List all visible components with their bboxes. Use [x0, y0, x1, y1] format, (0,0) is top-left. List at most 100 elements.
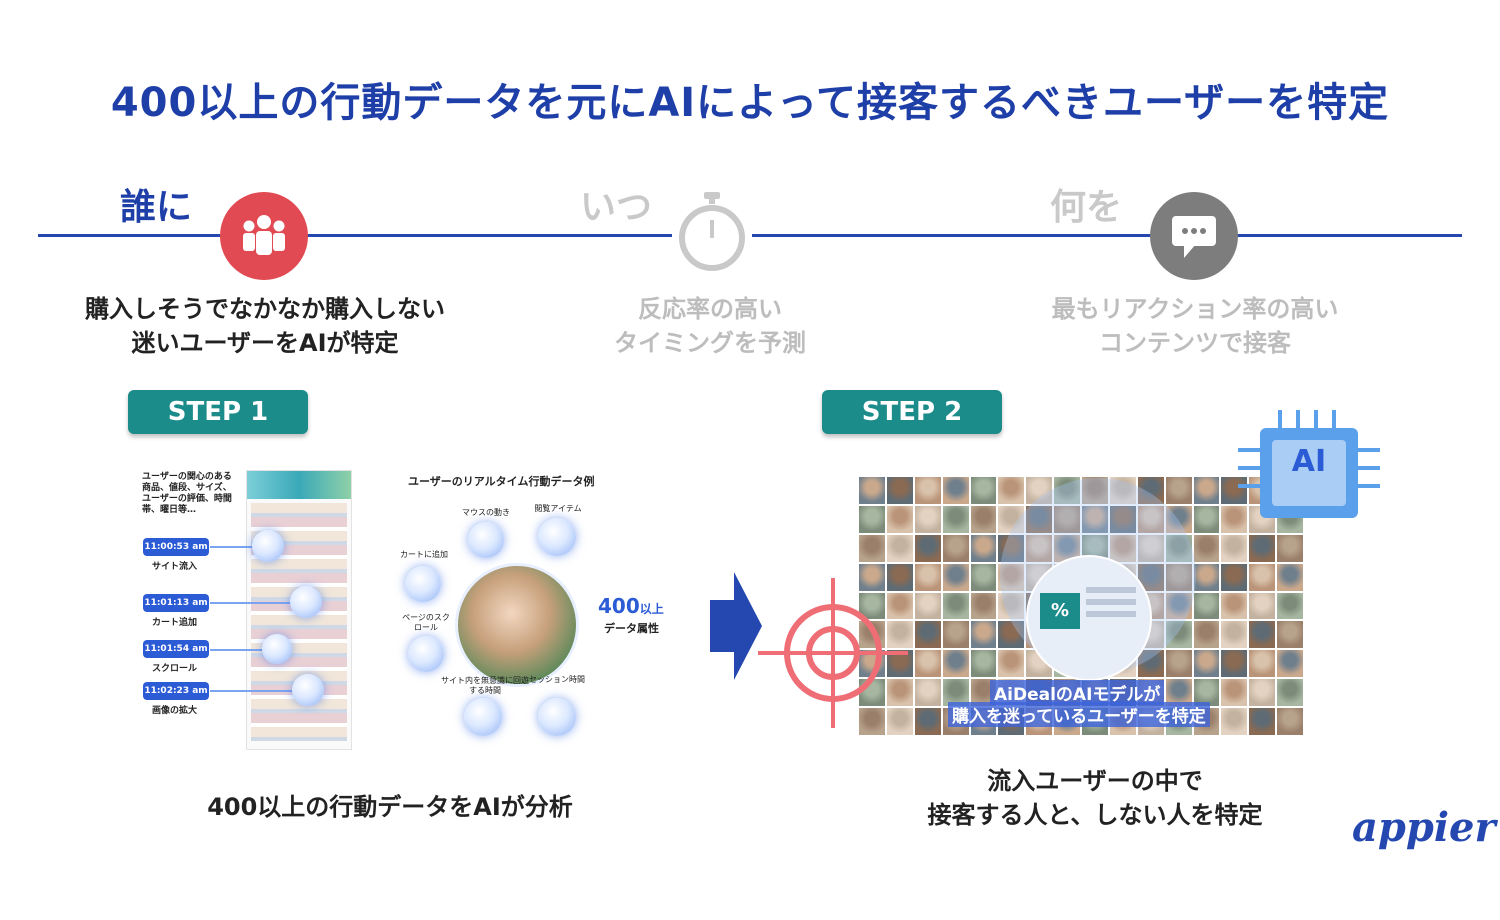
user-photo-tile	[913, 533, 942, 563]
cursor-node-icon	[468, 522, 504, 558]
user-photo-tile	[1192, 504, 1221, 534]
stage-what-desc: 最もリアクション率の高い コンテンツで接客	[1000, 292, 1390, 360]
user-photo-tile	[913, 707, 942, 736]
event-label-4: 画像の拡大	[152, 706, 198, 716]
user-photo-tile	[1220, 678, 1249, 708]
user-photo-tile	[1164, 504, 1193, 534]
user-photo-tile	[1276, 562, 1304, 592]
user-photo-tile	[913, 591, 942, 621]
event-time-2: 11:01:13 am	[143, 594, 209, 612]
user-photo-tile	[1248, 649, 1277, 679]
user-photo-tile	[1220, 562, 1249, 592]
user-photo-tile	[969, 591, 998, 621]
session-node-icon	[538, 698, 576, 736]
user-photo-tile	[1192, 533, 1221, 563]
stage-who-desc-line1: 購入しそうでなかなか購入しない	[85, 295, 445, 323]
step1-caption: 400以上の行動データをAIが分析	[207, 793, 573, 821]
user-photo-tile	[969, 620, 998, 650]
stage-who-desc: 購入しそうでなかなか購入しない 迷いユーザーをAIが特定	[40, 292, 490, 360]
stage-what-desc-line2: コンテンツで接客	[1099, 329, 1291, 357]
user-photo-tile	[1164, 562, 1193, 592]
ai-chip-icon: AI	[1238, 410, 1380, 526]
user-photo-tile	[1220, 620, 1249, 650]
user-photo-tile	[1136, 504, 1165, 534]
connector	[210, 649, 280, 651]
user-photo-tile	[858, 533, 886, 563]
attr-count: 400以上	[598, 594, 664, 618]
user-photo-tile	[1276, 620, 1304, 650]
node-label-items: 閲覧アイテム	[534, 504, 582, 513]
overlay-line2: 購入を迷っているユーザーを特定	[948, 702, 1210, 727]
user-photo-tile	[1192, 476, 1221, 505]
user-photo-tile	[1025, 476, 1054, 505]
user-photo-tile	[1192, 591, 1221, 621]
user-photo-tile	[1220, 649, 1249, 679]
user-photo-tile	[858, 707, 886, 736]
step1-badge: STEP 1	[128, 390, 308, 434]
user-photo-tile	[1248, 707, 1277, 736]
user-photo-tile	[913, 504, 942, 534]
user-photo-tile	[885, 707, 914, 736]
user-photo-tile	[997, 562, 1026, 592]
node-label-mouse: マウスの動き	[462, 508, 510, 517]
user-photo-tile	[1276, 707, 1304, 736]
connector	[210, 690, 302, 692]
user-photo-tile	[997, 649, 1026, 679]
attr-count-suffix: 以上	[639, 602, 664, 616]
user-photo-tile	[1276, 533, 1304, 563]
step2-badge: STEP 2	[822, 390, 1002, 434]
event-label-2: カート追加	[152, 618, 198, 628]
percent-icon: %	[1040, 593, 1080, 629]
stage-when-desc-line1: 反応率の高い	[638, 295, 782, 323]
ai-chip-label: AI	[1291, 444, 1327, 479]
user-photo-tile	[858, 562, 886, 592]
user-photo-tile	[1164, 649, 1193, 679]
user-photo-tile	[1248, 620, 1277, 650]
user-photo-tile	[1136, 533, 1165, 563]
node-label-scroll: ページのスクロール	[402, 613, 450, 632]
user-photo-tile	[997, 533, 1026, 563]
user-photo-tile	[913, 620, 942, 650]
user-photo-tile	[1192, 562, 1221, 592]
event-time-3: 11:01:54 am	[143, 640, 209, 658]
node-label-cart: カートに追加	[400, 550, 448, 559]
user-photo-tile	[941, 562, 970, 592]
connector	[210, 602, 300, 604]
user-photo-tile	[1025, 504, 1054, 534]
eye-node-icon	[252, 530, 284, 562]
user-photo-tile	[885, 504, 914, 534]
target-user-popup: %	[1026, 555, 1152, 681]
appier-logo: appier	[1352, 804, 1496, 851]
user-photo-tile	[1248, 678, 1277, 708]
user-photo-tile	[885, 533, 914, 563]
connector	[210, 546, 270, 548]
user-photo-tile	[1248, 562, 1277, 592]
user-photo-tile	[1192, 620, 1221, 650]
step2-caption-line1: 流入ユーザーの中で	[987, 767, 1203, 795]
stage-who-label: 誰に	[120, 187, 193, 228]
user-photo-tile	[1025, 533, 1054, 563]
user-photo-tile	[913, 476, 942, 505]
people-icon	[220, 192, 308, 280]
screen-node-icon	[464, 698, 502, 736]
user-photo-tile	[1164, 591, 1193, 621]
cart-node-icon	[405, 566, 441, 602]
user-photo-tile	[941, 649, 970, 679]
scroll-node-icon	[262, 634, 292, 664]
event-label-3: スクロール	[152, 664, 198, 674]
stage-what-desc-line1: 最もリアクション率の高い	[1051, 295, 1339, 323]
user-photo-tile	[885, 620, 914, 650]
user-photo-tile	[941, 591, 970, 621]
stage-who-desc-line2: 迷いユーザーをAIが特定	[131, 329, 399, 357]
user-photo-tile	[1081, 504, 1109, 534]
user-photo-tile	[1276, 649, 1304, 679]
event-time-1: 11:00:53 am	[143, 538, 209, 556]
overlay-line1: AiDealのAIモデルが	[990, 680, 1165, 705]
user-photo-tile	[1108, 476, 1137, 505]
stage-what-label: 何を	[1050, 187, 1123, 228]
user-photo-tile	[1053, 476, 1081, 505]
user-photo-tile	[997, 620, 1026, 650]
user-photo-tile	[913, 562, 942, 592]
cart-node-icon	[290, 586, 322, 618]
arrow-right-icon	[708, 570, 764, 682]
